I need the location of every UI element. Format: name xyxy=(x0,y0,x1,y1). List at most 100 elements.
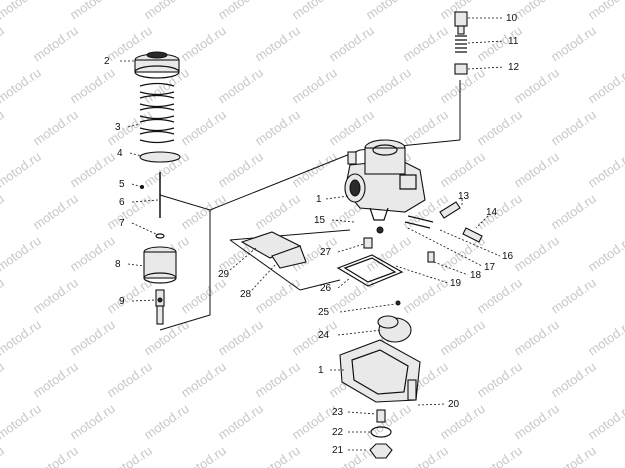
watermark-text: motod.ru xyxy=(474,359,525,401)
watermark-text: motod.ru xyxy=(437,149,488,191)
watermark-text: motod.ru xyxy=(474,275,525,317)
jet-part xyxy=(363,237,373,249)
washer-part xyxy=(155,233,165,239)
watermark-text: motod.ru xyxy=(67,65,118,107)
watermark-text: motod.ru xyxy=(67,0,118,22)
watermark-text: motod.ru xyxy=(0,191,7,233)
callout-1-lower: 1 xyxy=(318,365,324,376)
watermark-text: motod.ru xyxy=(511,401,562,443)
watermark-text: motod.ru xyxy=(252,107,303,149)
watermark-text: motod.ru xyxy=(474,191,525,233)
watermark-text: motod.ru xyxy=(141,0,192,22)
spring-part xyxy=(139,82,175,144)
watermark-text: motod.ru xyxy=(363,65,414,107)
watermark-text: motod.ru xyxy=(178,107,229,149)
watermark-text: motod.ru xyxy=(252,23,303,65)
watermark-text: motod.ru xyxy=(0,0,44,22)
watermark-text: motod.ru xyxy=(585,233,625,275)
watermark-text: motod.ru xyxy=(30,359,81,401)
callout-20: 20 xyxy=(448,399,460,410)
watermark-text: motod.ru xyxy=(400,107,451,149)
watermark-text: motod.ru xyxy=(0,359,7,401)
watermark-text: motod.ru xyxy=(104,191,155,233)
watermark-text: motod.ru xyxy=(178,275,229,317)
watermark-text: motod.ru xyxy=(0,149,44,191)
callout-22: 22 xyxy=(332,427,344,438)
small-screws-parts xyxy=(376,215,435,263)
watermark-text: motod.ru xyxy=(252,443,303,468)
watermark-text: motod.ru xyxy=(215,149,266,191)
needle-holder-part xyxy=(155,289,165,325)
watermark-text: motod.ru xyxy=(437,401,488,443)
throttle-slide-part xyxy=(143,246,177,284)
callout-21: 21 xyxy=(332,445,344,456)
gasket-part xyxy=(336,254,404,287)
callout-10: 10 xyxy=(506,13,518,24)
watermark-text: motod.ru xyxy=(0,65,44,107)
watermark-text: motod.ru xyxy=(0,107,7,149)
watermark-text: motod.ru xyxy=(30,191,81,233)
callout-25: 25 xyxy=(318,307,330,318)
watermark-text: motod.ru xyxy=(511,317,562,359)
callout-15: 15 xyxy=(314,215,326,226)
watermark-text: motod.ru xyxy=(215,0,266,22)
float-arm-part xyxy=(240,231,307,269)
watermark-text: motod.ru xyxy=(585,401,625,443)
watermark-text: motod.ru xyxy=(67,401,118,443)
watermark-text: motod.ru xyxy=(548,191,599,233)
watermark-text: motod.ru xyxy=(585,0,625,22)
watermark-text: motod.ru xyxy=(252,275,303,317)
watermark-text: motod.ru xyxy=(548,107,599,149)
jet-needle-part xyxy=(140,172,161,218)
watermark-text: motod.ru xyxy=(104,359,155,401)
callout-14: 14 xyxy=(486,207,498,218)
watermark-text: motod.ru xyxy=(67,233,118,275)
watermark-text: motod.ru xyxy=(289,65,340,107)
watermark-text: motod.ru xyxy=(585,149,625,191)
pilot-screw-part xyxy=(439,201,483,243)
watermark-text: motod.ru xyxy=(215,317,266,359)
watermark-text: motod.ru xyxy=(585,65,625,107)
callout-29: 29 xyxy=(218,269,230,280)
watermark-text: motod.ru xyxy=(141,401,192,443)
carburetor-body-part xyxy=(344,139,426,221)
callout-7: 7 xyxy=(119,218,125,229)
watermark-text: motod.ru xyxy=(0,401,44,443)
watermark-text: motod.ru xyxy=(252,191,303,233)
watermark-text: motod.ru xyxy=(511,233,562,275)
plate-part xyxy=(139,151,181,163)
watermark-text: motod.ru xyxy=(0,275,7,317)
watermark-text: motod.ru xyxy=(178,23,229,65)
watermark-text: motod.ru xyxy=(178,359,229,401)
watermark-text: motod.ru xyxy=(252,359,303,401)
callout-9: 9 xyxy=(119,296,125,307)
watermark-text: motod.ru xyxy=(104,443,155,468)
callout-3: 3 xyxy=(115,122,121,133)
assembly-frame-lines xyxy=(159,80,461,331)
watermark-text: motod.ru xyxy=(0,233,44,275)
watermark-text: motod.ru xyxy=(400,443,451,468)
watermark-text: motod.ru xyxy=(0,23,7,65)
float-bowl-part xyxy=(339,339,421,403)
watermark-text: motod.ru xyxy=(511,0,562,22)
callout-11: 11 xyxy=(508,36,519,47)
watermark-text: motod.ru xyxy=(67,317,118,359)
watermark-text: motod.ru xyxy=(289,149,340,191)
top-cap-part xyxy=(134,51,180,79)
watermark-text: motod.ru xyxy=(0,317,44,359)
callout-5: 5 xyxy=(119,179,125,190)
watermark-text: motod.ru xyxy=(363,401,414,443)
pin-part xyxy=(395,300,401,306)
watermark-text: motod.ru xyxy=(30,275,81,317)
float-part xyxy=(377,315,412,343)
watermark-text: motod.ru xyxy=(548,23,599,65)
callout-4: 4 xyxy=(117,148,123,159)
watermark-text: motod.ru xyxy=(326,23,377,65)
watermark-text: motod.ru xyxy=(474,443,525,468)
watermark-text: motod.ru xyxy=(289,0,340,22)
callout-26: 26 xyxy=(320,283,332,294)
callout-13: 13 xyxy=(458,191,470,202)
watermark-text: motod.ru xyxy=(67,149,118,191)
callout-layer: 2 3 4 5 6 7 8 9 10 11 12 1 13 14 15 16 1 xyxy=(104,13,520,456)
